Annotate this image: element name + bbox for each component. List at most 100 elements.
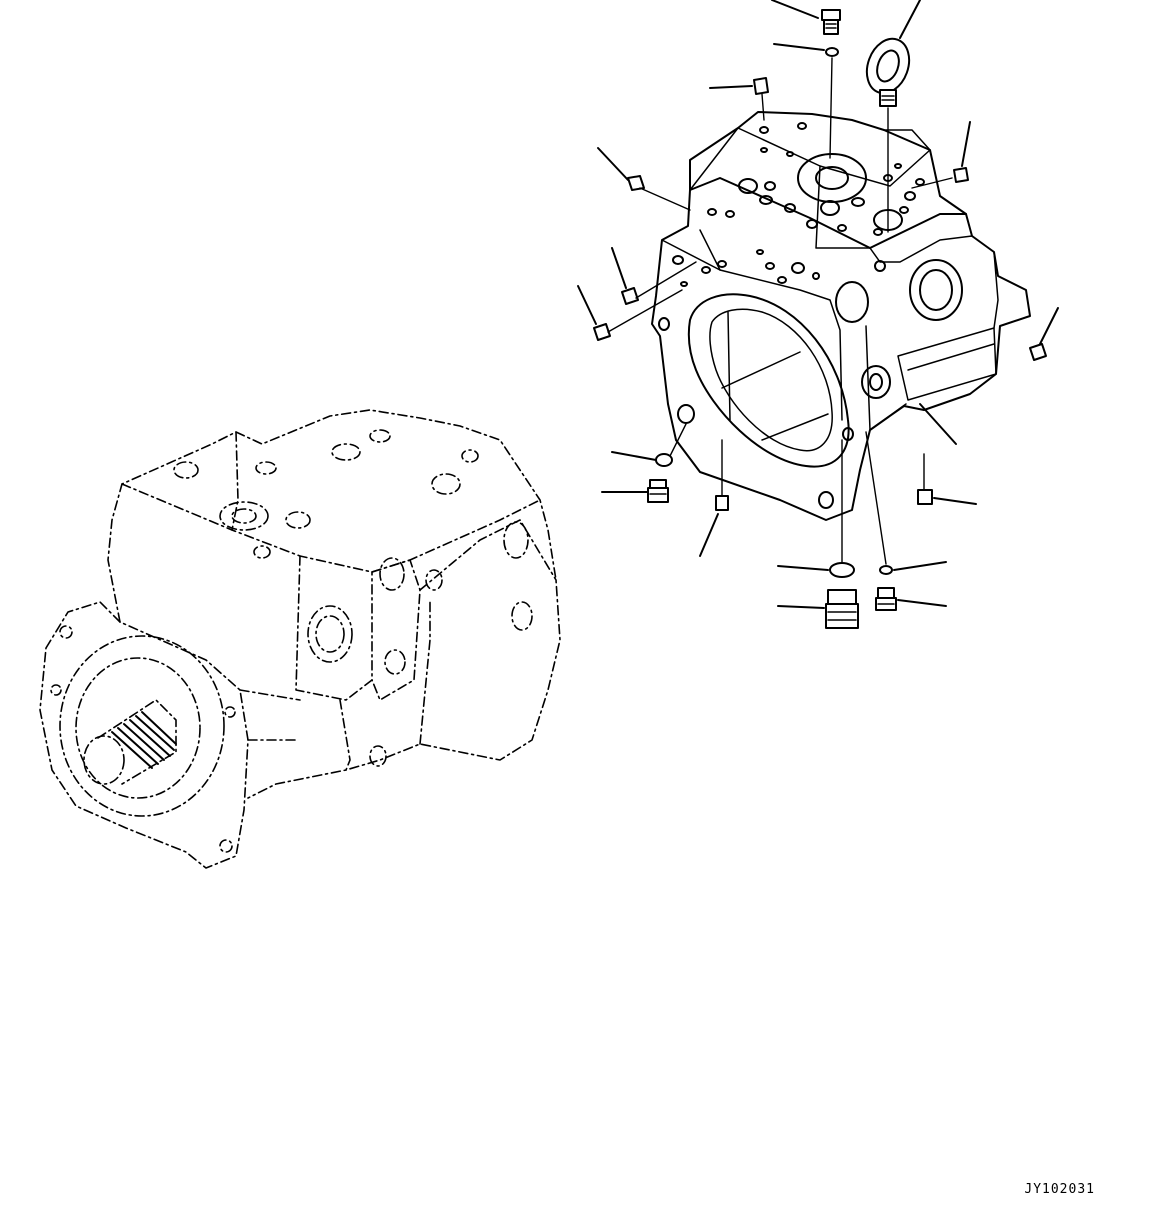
- side-boss: [861, 365, 891, 399]
- flange-bolt-hole: [224, 706, 236, 718]
- top-hole: [461, 449, 479, 463]
- side-edge: [865, 325, 871, 431]
- flange-bolt-hole: [59, 625, 73, 639]
- leader-plug-left-upper: [597, 147, 629, 181]
- plug-bottom-left: [715, 439, 729, 511]
- small-plug-center-line: [865, 431, 887, 565]
- pump-main-body: [107, 409, 561, 799]
- port-opening-inner: [315, 615, 345, 653]
- top-hole: [255, 461, 277, 475]
- top-face-holes: [707, 122, 925, 236]
- leader-top-plug: [771, 0, 819, 19]
- loose-parts: [593, 9, 1047, 629]
- pump-case-view: [651, 111, 1031, 521]
- main-bore-inner: [709, 308, 833, 452]
- top-face-line: [815, 165, 871, 249]
- shaft-housing-inner: [75, 657, 201, 799]
- bore-cross-line: [727, 311, 731, 421]
- rear-port: [511, 601, 533, 631]
- top-port-bore: [815, 166, 849, 190]
- lower-seam: [339, 699, 351, 771]
- rear-edge: [993, 251, 999, 329]
- leader-plug-bottom-right: [933, 497, 977, 505]
- top-o-ring: [825, 47, 839, 57]
- plug-left-upper: [627, 175, 691, 211]
- top-hole: [173, 461, 199, 479]
- side-edge: [869, 403, 907, 431]
- plug-left-mid: [621, 261, 697, 305]
- top-face-front-edge: [689, 177, 967, 249]
- spline-shaft: [97, 699, 177, 785]
- leader-plug-right-upper: [961, 121, 971, 167]
- top-face-edge: [689, 127, 739, 191]
- top-hole: [285, 511, 311, 529]
- side-rib: [897, 327, 997, 401]
- plug-right-side: [1029, 343, 1047, 361]
- leader-plug-left-low: [577, 285, 597, 325]
- top-plug: [821, 9, 841, 35]
- leader-o-ring-left: [611, 451, 657, 461]
- leader-plug-right-side: [1039, 307, 1059, 345]
- side-port-small: [835, 281, 869, 323]
- rear-ridge: [419, 519, 557, 591]
- top-plug-center-line: [829, 57, 833, 159]
- side-block: [371, 559, 421, 701]
- leader-case-body: [919, 403, 957, 445]
- top-edge: [121, 483, 541, 573]
- top-port-inner: [231, 508, 257, 524]
- side-rib-line: [907, 343, 995, 371]
- top-hole: [431, 473, 461, 495]
- eye-bolt: [865, 37, 911, 233]
- top-hole: [253, 545, 271, 559]
- leader-plug-bottom-left: [699, 513, 719, 557]
- rear-port: [503, 521, 529, 559]
- leader-eye-bolt: [899, 0, 921, 39]
- top-port: [219, 501, 269, 531]
- top-face-line: [737, 127, 931, 187]
- plug-bottom-right: [917, 453, 933, 505]
- flange-bolt-hole: [50, 684, 62, 696]
- side-port: [909, 259, 963, 321]
- side-port: [384, 649, 406, 675]
- plug-top-left: [753, 77, 769, 121]
- bore-cross-line: [721, 351, 801, 389]
- front-face-edge: [661, 239, 843, 421]
- callout-leaders: [577, 0, 1059, 609]
- rear-hole: [369, 745, 387, 767]
- rear-hole: [425, 569, 443, 591]
- spline-teeth: [111, 711, 177, 769]
- front-flange-outline: [39, 601, 249, 869]
- bore-cross-line: [761, 413, 829, 441]
- drawing-code: JY102031: [1024, 1182, 1095, 1197]
- leader-o-ring-small: [893, 561, 947, 571]
- port-opening: [307, 605, 353, 663]
- main-bore: [687, 293, 850, 468]
- side-face-edge: [869, 235, 973, 263]
- shaft-housing-outer: [59, 635, 225, 817]
- front-face-edge: [699, 229, 721, 271]
- side-port: [379, 557, 405, 591]
- leader-drain-plug-large: [777, 605, 825, 609]
- plug-left-low: [593, 289, 683, 341]
- side-boss-hole: [869, 373, 883, 391]
- side-hole: [874, 260, 886, 272]
- pump-assembly-view: [39, 409, 561, 869]
- drain-plug-small: [875, 587, 897, 611]
- lower-seam: [239, 689, 301, 701]
- leader-plug-top-left: [709, 85, 753, 89]
- top-rear-lug: [883, 129, 931, 151]
- front-face-holes: [658, 249, 854, 509]
- leader-plug-left-mid: [611, 247, 627, 289]
- leader-top-o-ring: [773, 43, 825, 51]
- leader-o-ring-bottom: [777, 565, 829, 571]
- flange-bolt-hole: [219, 839, 233, 853]
- top-hole: [331, 443, 361, 461]
- o-ring-small: [879, 565, 893, 575]
- fitting-left: [647, 479, 669, 503]
- o-ring-bottom: [829, 562, 855, 578]
- o-ring-leader: [669, 423, 687, 457]
- rear-seam: [419, 599, 431, 745]
- housing-seam: [231, 431, 239, 531]
- top-hole: [369, 429, 391, 443]
